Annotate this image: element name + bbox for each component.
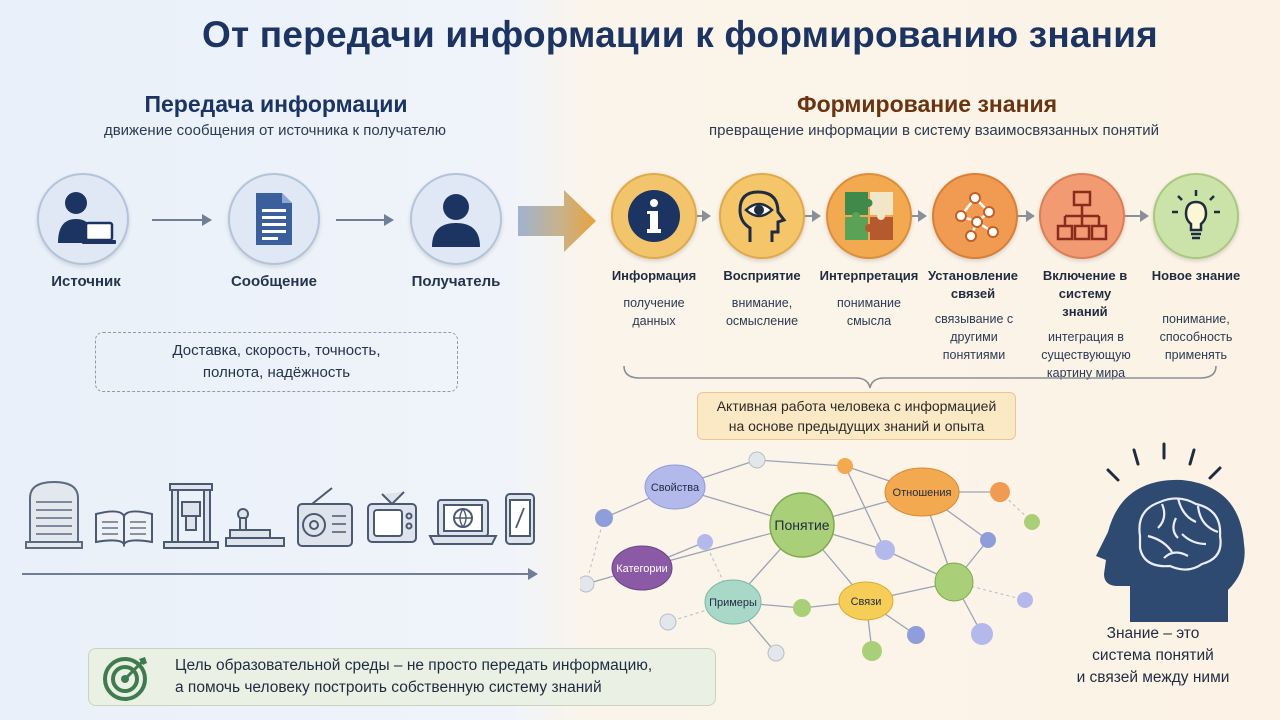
receiver-circle xyxy=(410,173,502,265)
message-label: Сообщение xyxy=(230,273,318,290)
step-title: Восприятие xyxy=(723,268,801,283)
step-title: Новое знание xyxy=(1151,268,1241,283)
step-arrow-line xyxy=(805,215,812,217)
step-desc: интеграция в существующую картину мира xyxy=(1041,330,1131,380)
right-section-title: Формирование знания xyxy=(796,91,1058,117)
graph-node-relations: Отношения xyxy=(884,467,960,517)
step-title: Установление связей xyxy=(927,268,1019,301)
left-section-subtitle: движение сообщения от источника к получа… xyxy=(103,122,447,139)
transition-arrow xyxy=(518,190,596,252)
person-icon xyxy=(432,194,480,247)
node-label-examples: Примеры xyxy=(709,597,757,609)
graph-node-properties: Свойства xyxy=(644,464,706,510)
properties-line: полнота, надёжность xyxy=(202,364,351,381)
step-desc: внимание, осмысление xyxy=(725,296,799,328)
step-title: Интерпретация xyxy=(819,268,919,283)
flow-arrow-line xyxy=(336,219,384,221)
head-eye-icon xyxy=(738,190,787,242)
step-arrow xyxy=(918,210,927,222)
right-section-subtitle: превращение информации в систему взаимос… xyxy=(709,122,1159,139)
graph-node-examples: Примеры xyxy=(704,579,762,625)
node-label-properties: Свойства xyxy=(651,482,700,494)
properties-line: Доставка, скорость, точность, xyxy=(172,342,381,359)
step-title: Включение в систему знаний xyxy=(1042,268,1128,319)
step-arrow xyxy=(702,210,711,222)
info-icon xyxy=(628,190,680,242)
knowledge-line: система понятий xyxy=(1092,647,1214,664)
active-work-line: на основе предыдущих знаний и опыта xyxy=(728,418,985,434)
goal-line: Цель образовательной среды – не просто п… xyxy=(175,657,653,674)
node-label-relations: Отношения xyxy=(893,487,952,499)
smartphone-icon xyxy=(505,493,535,545)
step-title: Информация xyxy=(611,268,697,283)
active-work-line: Активная работа человека с информацией xyxy=(716,398,997,414)
source-label: Источник xyxy=(51,273,121,290)
step-new-knowledge-circle xyxy=(1153,173,1239,259)
goal-box: Цель образовательной среды – не просто п… xyxy=(88,648,716,706)
node-label-links: Связи xyxy=(851,596,882,608)
active-work-box: Активная работа человека с информацией н… xyxy=(697,392,1016,440)
laptop-icon xyxy=(428,499,498,545)
page-title: От передачи информации к формированию зн… xyxy=(202,14,1158,55)
node-label-categories: Категории xyxy=(616,563,668,575)
tv-icon xyxy=(367,491,417,543)
graph-node xyxy=(580,451,1040,662)
graph-node-categories: Категории xyxy=(611,545,673,591)
knowledge-line: и связей между ними xyxy=(1076,669,1230,686)
left-section-title: Передача информации xyxy=(144,91,408,117)
step-arrow xyxy=(1140,210,1149,222)
properties-box: Доставка, скорость, точность, полнота, н… xyxy=(95,332,458,392)
step-arrow-line xyxy=(1125,215,1140,217)
step-desc: получение данных xyxy=(623,296,685,328)
hierarchy-icon xyxy=(1056,190,1108,241)
step-arrow xyxy=(812,210,821,222)
knowledge-line: Знание – это xyxy=(1106,625,1200,642)
flow-arrow-line xyxy=(152,219,202,221)
lightbulb-icon xyxy=(1172,190,1220,240)
step-desc: понимание смысла xyxy=(837,296,901,328)
stone-tablet-icon xyxy=(25,480,83,549)
media-evolution xyxy=(22,480,538,580)
graph-node-center: Понятие xyxy=(769,492,835,558)
step-arrow xyxy=(1026,210,1035,222)
book-icon xyxy=(95,510,153,548)
goal-line: а помочь человеку построить собственную … xyxy=(175,679,602,696)
document-icon xyxy=(256,193,292,245)
printing-press-icon xyxy=(163,483,219,549)
timeline-arrow xyxy=(22,568,538,580)
step-interpretation-circle xyxy=(826,173,912,259)
process-brace xyxy=(623,365,1217,389)
step-information-circle xyxy=(611,173,697,259)
step-arrow-line xyxy=(697,215,702,217)
step-arrow-line xyxy=(1018,215,1026,217)
flow-arrow-head xyxy=(384,214,394,226)
graph-node-links: Связи xyxy=(838,581,894,621)
telegraph-icon xyxy=(225,508,285,547)
target-icon xyxy=(103,657,147,701)
step-connections-circle xyxy=(932,173,1018,259)
network-icon xyxy=(955,192,999,242)
message-circle xyxy=(228,173,320,265)
puzzle-icon xyxy=(845,192,893,240)
person-laptop-icon xyxy=(58,192,116,244)
step-perception-circle xyxy=(719,173,805,259)
step-desc: понимание, способность применять xyxy=(1159,312,1233,362)
brain-head-icon xyxy=(1096,442,1245,622)
radio-icon xyxy=(297,487,353,547)
step-integration-circle xyxy=(1039,173,1125,259)
node-label-center: Понятие xyxy=(774,517,829,533)
step-arrow-line xyxy=(912,215,918,217)
step-desc: связывание с другими понятиями xyxy=(934,312,1014,362)
receiver-label: Получатель xyxy=(411,273,501,290)
concept-network: Понятие Свойства Отношения Категории При… xyxy=(580,451,1040,662)
knowledge-definition: Знание – это система понятий и связей ме… xyxy=(1058,623,1248,689)
flow-arrow-head xyxy=(202,214,212,226)
source-circle xyxy=(37,173,129,265)
